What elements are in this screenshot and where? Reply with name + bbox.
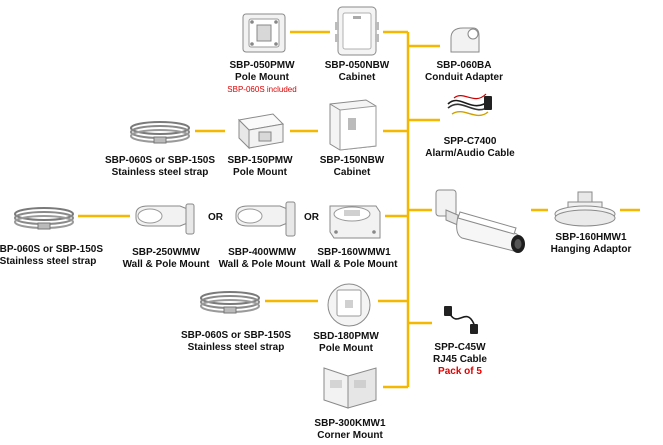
conduit-adapter-label: SBP-060BA Conduit Adapter [425,60,503,83]
pole-mount-180-label: SBD-180PMW Pole Mount [313,331,379,354]
bullet-camera-image [435,189,525,253]
steel-strap-image-2 [14,207,74,230]
wall-mount-160-image [329,205,381,239]
alarm-audio-cable-label: SPP-C7400 Alarm/Audio Cable [425,136,515,159]
hanging-adaptor-image [554,191,616,227]
cabinet-050-label: SBP-050NBW Cabinet [324,60,390,83]
corner-mount-image [323,367,377,409]
pole-mount-050-label: SBP-050PMW Pole Mount SBP-060S included [227,60,297,94]
wall-mount-400-image [235,201,296,237]
cabinet-050-image [335,6,379,56]
wall-mount-250-image [135,203,195,235]
wall-mount-400-label: SBP-400WMW Wall & Pole Mount [218,247,306,270]
wall-mount-250-label: SBP-250WMW Wall & Pole Mount [122,247,210,270]
steel-strap-label-2: SBP-060S or SBP-150S Stainless steel str… [0,244,104,267]
rj45-cable-label: SPP-C45W RJ45 Cable Pack of 5 [433,342,487,377]
alarm-audio-cable-image [447,93,492,117]
pole-mount-150-image [237,113,285,150]
conduit-adapter-image [450,27,480,53]
hanging-adaptor-label: SBP-160HMW1 Hanging Adaptor [550,232,632,255]
steel-strap-label-3: SBP-060S or SBP-150S Stainless steel str… [180,330,292,353]
wall-mount-160-label: SBP-160WMW1 Wall & Pole Mount [310,247,398,270]
pole-mount-180-image [327,283,371,327]
cabinet-150-label: SBP-150NBW Cabinet [319,155,385,178]
or-separator-1: OR [208,212,223,223]
rj45-cable-image [444,306,478,334]
pole-mount-150-label: SBP-150PMW Pole Mount [227,155,293,178]
pole-mount-050-image [242,13,286,53]
or-separator-2: OR [304,212,319,223]
steel-strap-image-3 [200,291,260,314]
steel-strap-image-1 [130,121,190,144]
corner-mount-label: SBP-300KMW1 Corner Mount [314,418,386,441]
cabinet-150-image [329,99,377,151]
steel-strap-label-1: SBP-060S or SBP-150S Stainless steel str… [104,155,216,178]
